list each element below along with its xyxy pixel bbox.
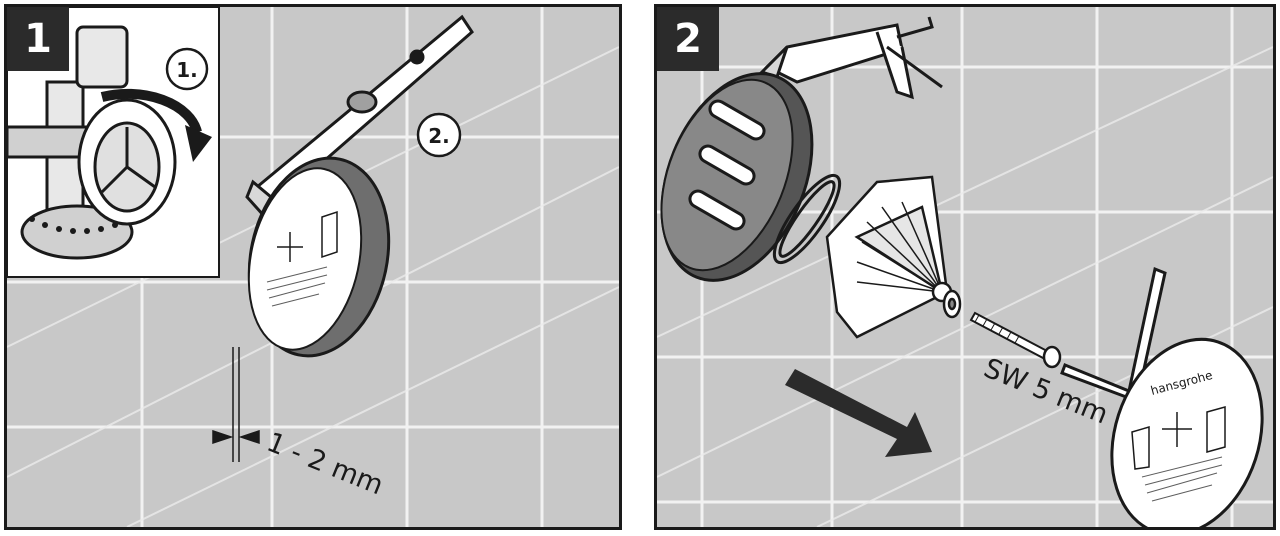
gap-label: 1 - 2 mm	[262, 427, 387, 502]
step-1-panel: 1	[4, 4, 622, 530]
caulk-gun-icon	[759, 16, 943, 100]
mounting-bracket-icon	[825, 175, 953, 339]
step-2-badge: 2	[657, 7, 719, 71]
valve-body-icon	[7, 25, 177, 260]
cover-plate-icon: hansgrohe	[1110, 337, 1264, 527]
step-1-illustration: 1. 2.	[7, 7, 619, 527]
step-2-panel: 2	[654, 4, 1276, 530]
washer-icon	[942, 289, 962, 319]
substep-2-label: 2.	[428, 124, 450, 148]
step-2-illustration: SW 5 mm hansgrohe	[657, 7, 1273, 527]
direction-arrow-icon	[785, 369, 932, 457]
back-plate-icon	[660, 72, 814, 282]
screw-icon	[969, 311, 1062, 369]
substep-1-label: 1.	[176, 58, 198, 82]
gap-dimension	[212, 347, 260, 462]
seal-ring-icon	[772, 173, 842, 265]
rosette-ring-icon	[247, 156, 391, 358]
rotation-arrow-icon	[100, 88, 202, 134]
step-1-badge: 1	[7, 7, 69, 71]
